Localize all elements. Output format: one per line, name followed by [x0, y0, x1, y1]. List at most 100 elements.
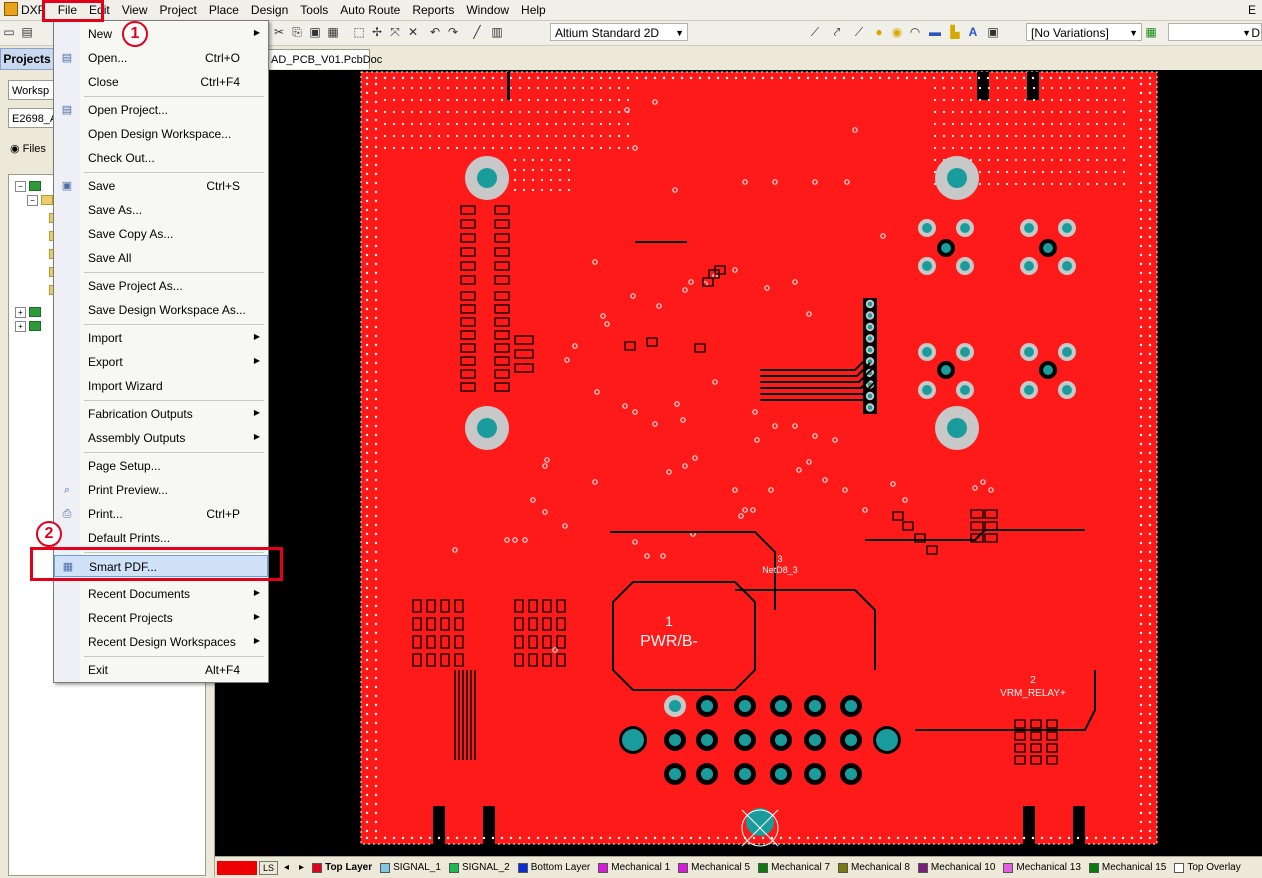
file-menu-item-recent-projects[interactable]: Recent Projects▶: [54, 607, 268, 629]
string-icon[interactable]: A: [968, 25, 978, 39]
scroll-left-icon[interactable]: ◂: [284, 862, 290, 873]
menu-auto-route[interactable]: Auto Route: [334, 0, 406, 20]
polygon-icon[interactable]: ▙: [950, 25, 960, 39]
new-document-icon[interactable]: ▭: [3, 25, 15, 39]
via-dot: [1095, 170, 1099, 174]
undo-icon[interactable]: ↶: [429, 25, 441, 39]
layer-tab-mechanical-7[interactable]: Mechanical 7: [754, 858, 834, 877]
via-dot: [581, 122, 585, 126]
select-area-icon[interactable]: ⬚: [353, 25, 365, 39]
file-menu-item-new[interactable]: New▶: [54, 23, 268, 45]
projects-tab[interactable]: Projects: [0, 48, 54, 70]
layer-tab-mechanical-1[interactable]: Mechanical 1: [594, 858, 674, 877]
file-menu-item-default-prints[interactable]: Default Prints...: [54, 527, 268, 549]
via: [542, 509, 548, 515]
file-menu-item-print-preview[interactable]: ⌕Print Preview...: [54, 479, 268, 501]
layer-tab-mechanical-8[interactable]: Mechanical 8: [834, 858, 914, 877]
file-menu-item-open-project[interactable]: ▤Open Project...: [54, 99, 268, 121]
file-menu-item-fabrication-outputs[interactable]: Fabrication Outputs▶: [54, 403, 268, 425]
component-place-icon[interactable]: ▣: [987, 25, 999, 39]
file-menu-item-smart-pdf[interactable]: ▦Smart PDF...: [54, 555, 268, 577]
clipboard-icon[interactable]: ▦: [327, 25, 339, 39]
file-menu-item-check-out[interactable]: Check Out...: [54, 147, 268, 169]
layer-tab-mechanical-15[interactable]: Mechanical 15: [1085, 858, 1170, 877]
menu-dxp[interactable]: DXP: [0, 0, 52, 20]
interactive-route-icon[interactable]: ⤤: [833, 25, 841, 39]
file-menu-item-page-setup[interactable]: Page Setup...: [54, 455, 268, 477]
via-dot: [554, 76, 558, 80]
design-combo[interactable]: ▼ D: [1168, 23, 1262, 41]
file-menu-item-recent-design-workspaces[interactable]: Recent Design Workspaces▶: [54, 631, 268, 653]
file-menu-item-recent-documents[interactable]: Recent Documents▶: [54, 583, 268, 605]
clear-icon[interactable]: ✕: [407, 25, 419, 39]
file-menu-item-import[interactable]: Import▶: [54, 327, 268, 349]
variations-select[interactable]: [No Variations] ▼: [1026, 23, 1142, 41]
paste-icon[interactable]: ▣: [309, 25, 321, 39]
layer-tab-mechanical-10[interactable]: Mechanical 10: [914, 858, 999, 877]
arc-icon[interactable]: ◠: [909, 25, 921, 39]
menu-place[interactable]: Place: [203, 0, 245, 20]
file-menu-item-save-copy-as[interactable]: Save Copy As...: [54, 223, 268, 245]
file-menu-item-print[interactable]: ⎙Print...Ctrl+P: [54, 503, 268, 525]
file-menu-item-open[interactable]: ▤Open...Ctrl+O: [54, 47, 268, 69]
pcb-document-tab[interactable]: AD_PCB_V01.PcbDoc: [266, 49, 382, 69]
via-dot: [987, 110, 991, 114]
cut-icon[interactable]: ✂: [273, 25, 285, 39]
route-icon[interactable]: ⟋: [810, 25, 820, 39]
redo-icon[interactable]: ↷: [447, 25, 459, 39]
via-dot: [374, 757, 378, 761]
file-menu-item-save-as[interactable]: Save As...: [54, 199, 268, 221]
menu-tools[interactable]: Tools: [294, 0, 334, 20]
workspace-field[interactable]: Worksp: [8, 80, 58, 100]
fill-icon[interactable]: ▬: [929, 25, 941, 39]
expand-icon[interactable]: −: [27, 195, 38, 206]
expand-icon[interactable]: +: [15, 321, 26, 332]
view-mode-select[interactable]: Altium Standard 2D ▼: [550, 23, 688, 41]
menu-reports[interactable]: Reports: [406, 0, 460, 20]
component-icon[interactable]: ▥: [491, 25, 503, 39]
variant-manager-icon[interactable]: ▦: [1145, 25, 1157, 39]
menu-view[interactable]: View: [116, 0, 154, 20]
file-menu-item-import-wizard[interactable]: Import Wizard: [54, 375, 268, 397]
layer-tab-top-overlay[interactable]: Top Overlay: [1170, 858, 1244, 877]
menu-project[interactable]: Project: [154, 0, 203, 20]
diff-pair-icon[interactable]: ⟋: [854, 25, 864, 39]
layer-tab-signal-1[interactable]: SIGNAL_1: [376, 858, 445, 877]
deselect-icon[interactable]: ⤧: [390, 25, 400, 39]
file-menu-item-export[interactable]: Export▶: [54, 351, 268, 373]
expand-icon[interactable]: −: [15, 181, 26, 192]
file-menu-item-assembly-outputs[interactable]: Assembly Outputs▶: [54, 427, 268, 449]
via-dot: [383, 86, 387, 90]
menu-edit[interactable]: Edit: [83, 0, 116, 20]
open-folder-icon[interactable]: ▤: [21, 25, 33, 39]
copy-icon[interactable]: ⎘: [292, 25, 302, 39]
layer-tab-bottom-layer[interactable]: Bottom Layer: [514, 858, 594, 877]
file-menu-item-save-all[interactable]: Save All: [54, 247, 268, 269]
file-menu-item-open-design-workspace[interactable]: Open Design Workspace...: [54, 123, 268, 145]
expand-icon[interactable]: +: [15, 307, 26, 318]
project-field[interactable]: E2698_A: [8, 108, 58, 128]
layer-tab-mechanical-13[interactable]: Mechanical 13: [999, 858, 1084, 877]
menubar-right-edge[interactable]: E: [1247, 3, 1256, 17]
file-menu-item-save-project-as[interactable]: Save Project As...: [54, 275, 268, 297]
menu-help[interactable]: Help: [515, 0, 552, 20]
layer-tab-top-layer[interactable]: Top Layer: [308, 858, 376, 877]
pad-icon[interactable]: ●: [875, 25, 883, 39]
menu-item-label: Save: [88, 179, 116, 193]
menu-design[interactable]: Design: [245, 0, 294, 20]
scroll-right-icon[interactable]: ▸: [299, 862, 305, 873]
menu-window[interactable]: Window: [460, 0, 515, 20]
layer-tab-mechanical-5[interactable]: Mechanical 5: [674, 858, 754, 877]
ls-button[interactable]: LS: [259, 860, 279, 875]
move-icon[interactable]: ✢: [371, 25, 383, 39]
file-menu-item-save-design-workspace-as[interactable]: Save Design Workspace As...: [54, 299, 268, 321]
wire-icon[interactable]: ╱: [473, 25, 481, 39]
via-icon[interactable]: ◉: [891, 25, 903, 39]
menu-file[interactable]: File: [52, 0, 83, 20]
files-radio[interactable]: ◉ Files: [10, 142, 46, 155]
layer-tab-signal-2[interactable]: SIGNAL_2: [445, 858, 514, 877]
pcb-canvas[interactable]: 1 PWR/B- 3 NetD8_3 2 VRM_RELAY+: [215, 70, 1262, 856]
